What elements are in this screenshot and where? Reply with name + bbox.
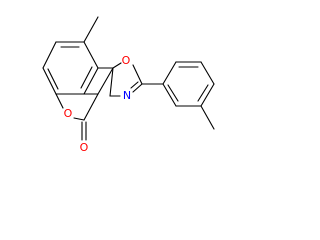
benzene-ring-right xyxy=(162,61,215,107)
bond xyxy=(162,61,177,85)
bond xyxy=(132,64,143,85)
oxazole-ring xyxy=(109,62,143,97)
bond xyxy=(42,41,57,69)
methyl-bond-left xyxy=(83,16,99,43)
bond xyxy=(167,84,179,102)
atom-label: N xyxy=(123,89,131,102)
bond xyxy=(97,67,114,95)
bond xyxy=(109,67,114,97)
bond xyxy=(42,67,57,95)
bond xyxy=(162,83,177,107)
bond xyxy=(200,83,215,107)
bond xyxy=(47,68,59,90)
bond xyxy=(112,62,122,69)
bond xyxy=(73,117,85,121)
bond xyxy=(200,61,215,85)
methyl-bond-right xyxy=(200,105,215,130)
atom-label: O xyxy=(80,141,89,154)
bond xyxy=(55,93,64,109)
bond xyxy=(83,93,99,121)
bond xyxy=(132,83,143,93)
bond xyxy=(197,84,209,102)
atom-label: O xyxy=(64,107,73,120)
bond xyxy=(83,67,99,95)
atom-label: O xyxy=(122,54,131,67)
molecule-structure: O O N O xyxy=(42,16,215,154)
bond xyxy=(130,81,139,89)
bond xyxy=(80,66,93,89)
pyranone-ring xyxy=(55,67,114,121)
benzene-ring-left xyxy=(42,41,99,95)
bond xyxy=(83,41,99,69)
